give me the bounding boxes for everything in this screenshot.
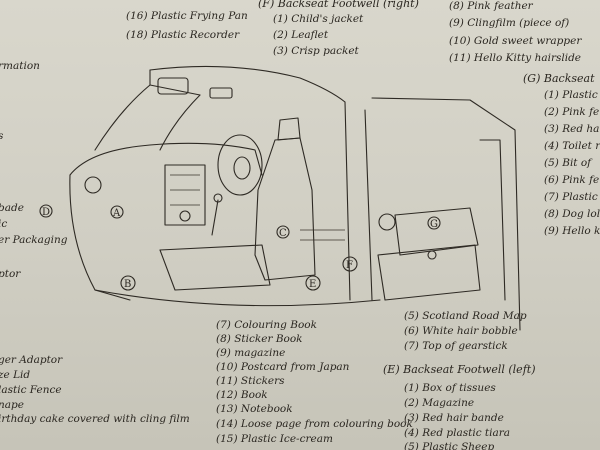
list-item: (7) Plastic — [544, 191, 598, 203]
sun-visor — [157, 77, 189, 95]
label-b-text: B — [124, 279, 131, 290]
rear-seat-cushion — [377, 244, 481, 301]
list-item: (11) Stickers — [216, 375, 285, 387]
list-item: irthday cake covered with cling film — [0, 413, 190, 425]
dashboard-top — [69, 142, 263, 176]
list-item: (2) Magazine — [404, 397, 475, 409]
floor-line — [94, 289, 381, 307]
list-item: (12) Book — [216, 389, 268, 401]
list-item: (6) White hair bobble — [404, 325, 518, 337]
steering-wheel — [217, 134, 263, 196]
list-item: (1) Child's jacket — [273, 13, 364, 25]
list-item: (5) Plastic Sheep — [404, 441, 495, 450]
console-dial — [179, 210, 191, 222]
list-item: (4) Toilet r — [544, 140, 600, 152]
rear-seat-back — [394, 207, 479, 256]
label-g: G — [427, 216, 441, 230]
list-item: s — [0, 130, 3, 143]
seat-buckle — [427, 250, 437, 260]
center-console — [164, 164, 206, 226]
front-seat-cushion — [159, 244, 271, 291]
list-item: ptor — [0, 268, 21, 280]
list-item: (7) Colouring Book — [216, 319, 317, 331]
b-pillar — [344, 101, 351, 301]
list-item: bade — [0, 202, 24, 214]
gear-knob — [213, 193, 223, 203]
list-item: (9) Hello k — [544, 225, 600, 237]
rear-view-mirror — [209, 87, 233, 99]
list-item: er Packaging — [0, 234, 68, 246]
list-item: (8) Dog lol — [544, 208, 600, 220]
list-item: (2) Leaflet — [273, 29, 329, 41]
list-item: ze Lid — [0, 369, 31, 381]
label-f-text: F — [346, 260, 353, 271]
label-c-text: C — [279, 228, 287, 239]
list-item: (1) Box of tissues — [404, 382, 496, 394]
door-panel — [479, 139, 506, 301]
console-buttons — [170, 174, 200, 206]
section-g-heading: (G) Backseat — [523, 72, 595, 85]
windscreen-edge — [159, 94, 201, 151]
list-item: (8) Sticker Book — [216, 333, 303, 345]
list-item: nape — [0, 399, 24, 411]
a-pillar — [94, 84, 151, 151]
driver-seat-back — [254, 137, 316, 281]
label-f: F — [342, 256, 358, 272]
list-item: (4) Red plastic tiara — [404, 427, 511, 439]
list-item: (9) magazine — [216, 347, 286, 359]
floor-mat — [300, 229, 345, 241]
car-roof-line — [149, 65, 346, 103]
list-item: (3) Red ha — [544, 123, 600, 135]
steering-hub — [233, 156, 251, 180]
air-vent-left — [84, 176, 102, 194]
list-item: (2) Pink fe — [544, 106, 600, 118]
list-item: (1) Plastic — [544, 89, 598, 101]
label-b: B — [120, 275, 136, 291]
list-item: (5) Bit of — [544, 157, 592, 169]
label-a: A — [110, 205, 124, 219]
section-e-heading: (E) Backseat Footwell (left) — [383, 363, 536, 376]
list-item: (15) Plastic Ice-cream — [216, 433, 333, 445]
list-item: (10) Postcard from Japan — [216, 361, 350, 373]
list-item: lastic Fence — [0, 384, 62, 396]
list-item: (9) Clingfilm (piece of) — [449, 17, 570, 29]
list-item: (5) Scotland Road Map — [404, 310, 527, 322]
headrest — [277, 117, 301, 141]
seatbelt — [364, 109, 373, 301]
label-a-text: A — [112, 208, 121, 219]
list-item: (10) Gold sweet wrapper — [449, 35, 582, 47]
list-item: (8) Pink feather — [449, 0, 533, 12]
list-item: (11) Hello Kitty hairslide — [449, 52, 582, 64]
list-item: (18) Plastic Recorder — [126, 29, 240, 41]
label-d: D — [39, 204, 53, 218]
label-d-text: D — [42, 207, 50, 218]
gear-stick — [211, 199, 219, 236]
list-item: (3) Red hair bande — [404, 412, 504, 424]
section-f-heading: (F) Backseat Footwell (right) — [258, 0, 419, 10]
label-g-text: G — [430, 219, 438, 230]
dashboard-left-panel — [69, 174, 131, 301]
list-item: (3) Crisp packet — [273, 45, 359, 57]
speaker — [378, 213, 396, 231]
list-item: rmation — [0, 60, 40, 72]
rear-door-frame — [371, 97, 521, 331]
list-item: (16) Plastic Frying Pan — [126, 10, 248, 22]
list-item: ger Adaptor — [0, 354, 63, 366]
list-item: ic — [0, 218, 8, 230]
label-e-text: E — [309, 279, 316, 290]
list-item: (7) Top of gearstick — [404, 340, 508, 352]
list-item: (13) Notebook — [216, 403, 293, 415]
label-e: E — [305, 275, 321, 291]
list-item: (6) Pink fe — [544, 174, 600, 186]
list-item: (14) Loose page from colouring book — [216, 418, 413, 430]
label-c: C — [276, 225, 290, 239]
